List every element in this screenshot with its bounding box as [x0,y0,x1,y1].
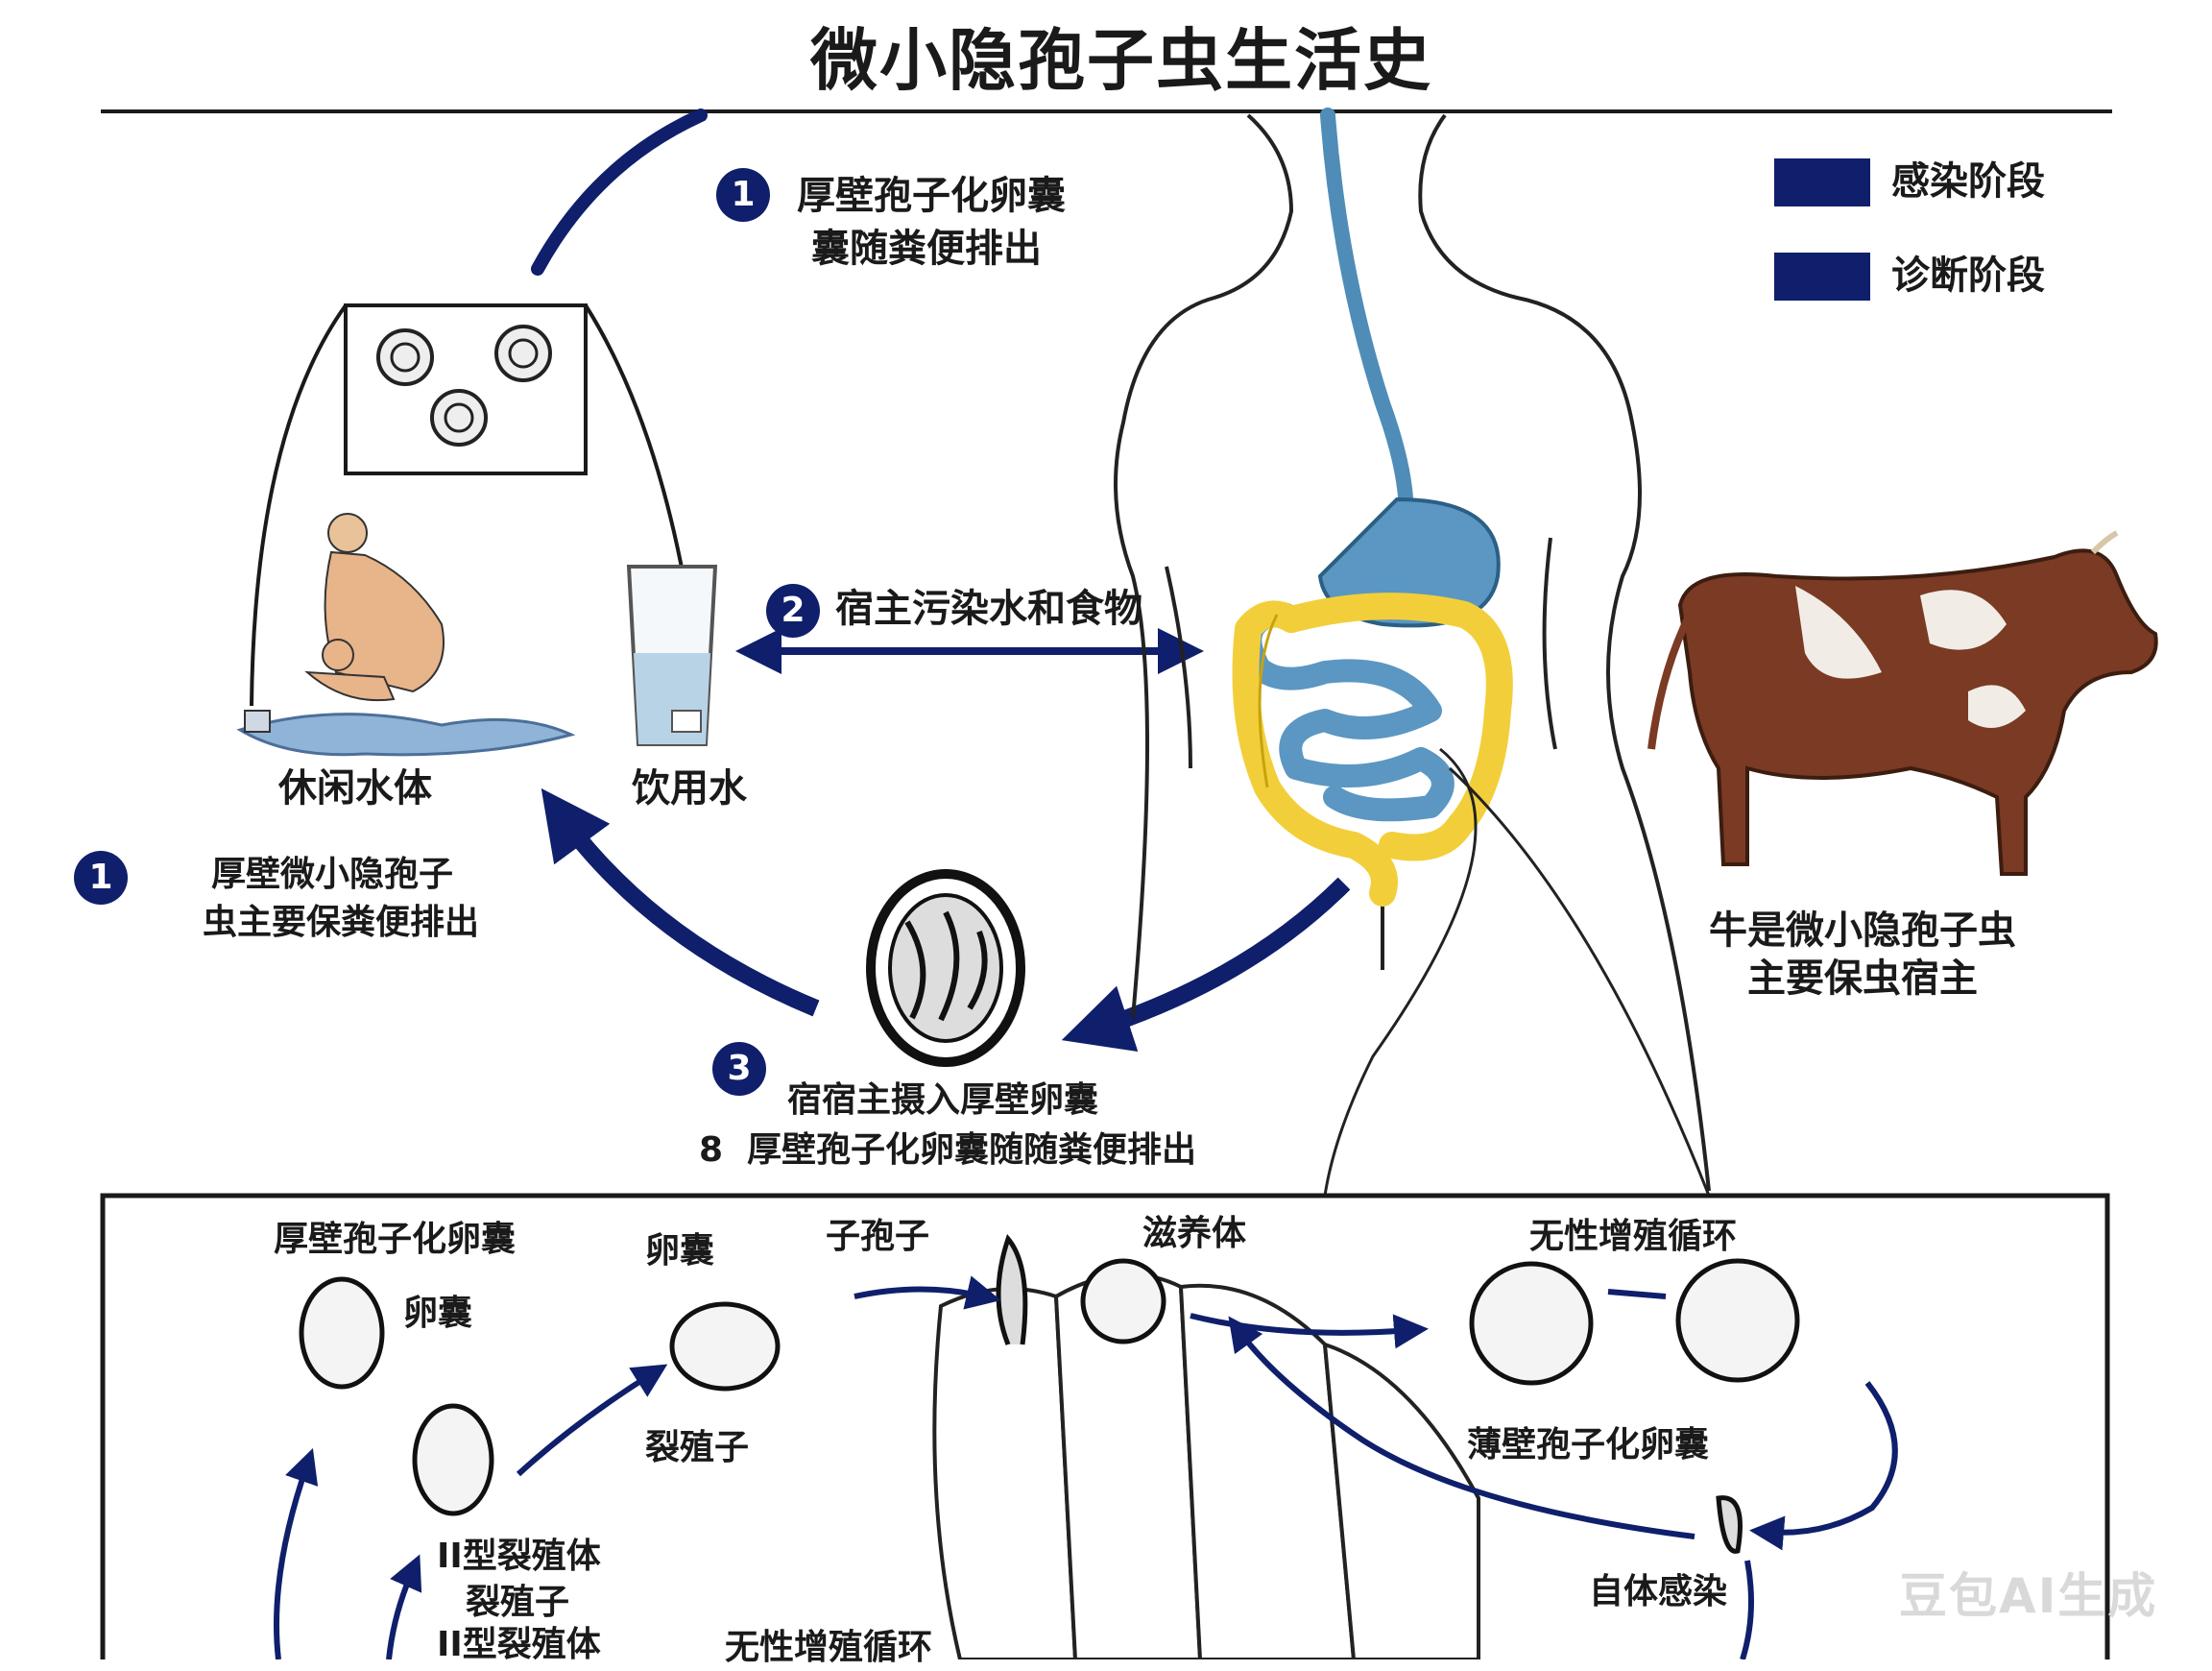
oocyst-magnifier [250,303,703,707]
recreational-water-illustration [236,513,576,757]
oocyst-stage-icon [299,1276,385,1390]
thick-walled-oocyst-large [866,869,1025,1067]
legend-label-infective: 感染阶段 [1891,159,2045,204]
diagram-title: 微小隐孢子虫生活史 [810,21,1432,100]
meront-icon [1469,1261,1594,1386]
inset-arrow-3 [1190,1313,1429,1349]
cow-label-line2: 主要保虫宿主 [1747,957,1978,1001]
excysting-oocyst-icon [669,1301,781,1392]
legend-swatch-diagnostic [1774,253,1870,301]
inset-arrow-7 [274,1447,319,1659]
inset-label-merozoite-b: 裂殖子 [466,1583,570,1622]
drinking-water-label: 饮用水 [632,766,747,811]
inset-arrow-1 [516,1364,668,1477]
inset-label-thick-oocyst: 厚壁孢子化卵囊 [274,1220,517,1259]
zoom-connector-right [1448,766,1711,1197]
step-badge-1-left: 1 [74,851,128,905]
intestinal-epithelium [932,1272,1480,1659]
step-badge-2: 2 [766,584,820,638]
drinking-glass-illustration [626,565,718,746]
autoinfection-sporozoite-icon [1716,1495,1743,1554]
inset-label-asexual-cycle-bottom: 无性增殖循环 [725,1628,933,1667]
step1-text-line2: 囊随粪便排出 [811,227,1042,271]
step3-text-line2: 厚壁孢子化卵囊随随粪便排出 [747,1130,1197,1170]
cycle-arrow-to-water [541,787,820,1017]
inset-arrow-8 [386,1554,422,1659]
inset-label-type2-meront-b: II型裂殖体 [437,1625,601,1664]
zoom-connector-left [1323,747,1478,1197]
step1-left-line2: 虫主要保粪便排出 [202,903,480,942]
recreational-water-label: 休闲水体 [278,766,432,811]
step3-text-line1: 宿宿主摄入厚壁卵囊 [787,1080,1099,1120]
stage-icons [299,1233,1800,1554]
step-badge-3: 3 [712,1042,766,1096]
legend-label-diagnostic: 诊断阶段 [1891,254,2045,298]
inset-label-sporozoite: 子孢子 [826,1217,930,1256]
inset-arrow-5 [1749,1381,1898,1551]
step1-text-line1: 厚壁孢子化卵囊 [797,174,1066,218]
inset-arrow-2 [854,1275,1001,1310]
cow-label-line1: 牛是微小隐孢子虫 [1709,908,2016,953]
step2-text: 宿主污染水和食物 [835,587,1142,631]
step-badge-1: 1 [716,168,770,222]
type1-meront-icon [1675,1258,1800,1383]
human-body-outline [1114,113,1711,1192]
inset-label-merozoite-a: 裂殖子 [645,1428,750,1467]
inset-label-autoinfection: 自体感染 [1589,1572,1728,1611]
inset-arrow-autoinfection [1228,1316,1695,1539]
step3-prefix-glyph: 8 [699,1130,724,1170]
inset-label-trophozoite: 滋养体 [1142,1214,1247,1253]
inset-label-thin-oocyst: 薄壁孢子化卵囊 [1467,1425,1710,1465]
legend-swatch-infective [1774,158,1870,206]
inset-frame [100,1193,2110,1659]
trophozoite-icon [1080,1258,1166,1344]
meront-stage-icon [412,1403,494,1516]
cycle-arrow-top [531,109,708,276]
oocyst-icon [376,328,434,386]
inset-label-oocyst-b: 卵囊 [645,1231,715,1271]
inset-label-type2-meront-a: II型裂殖体 [437,1537,601,1576]
cow-illustration [1647,530,2158,876]
sporozoite-icon [996,1233,1028,1345]
inset-label-asexual-cycle-top: 无性增殖循环 [1529,1217,1738,1256]
step1-left-line1: 厚壁微小隐孢子 [210,855,454,894]
inset-arrow-4 [1607,1289,1667,1299]
inset-arrow-6 [1740,1560,1754,1659]
watermark: 豆包AI生成 [1899,1568,2158,1624]
digestive-tract [1232,108,1513,907]
oocyst-icon [430,389,488,447]
inset-label-oocyst-a: 卵囊 [403,1294,473,1333]
oocyst-icon [494,325,552,382]
